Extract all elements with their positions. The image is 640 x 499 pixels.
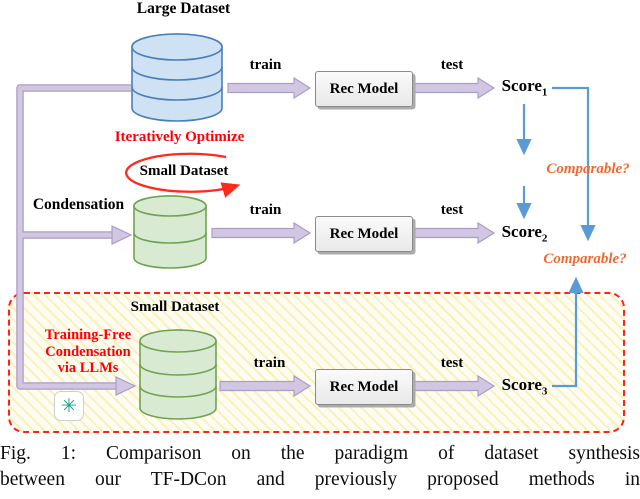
small-dataset-label-bottom: Small Dataset [130,299,220,315]
score-1-subscript: 1 [541,86,548,99]
method-line-3: via LLMs [57,360,119,376]
score3-to-comparable2-elbow [552,276,584,388]
tfdcon-dashed-box [8,292,625,433]
test-label-middle: test [440,202,464,218]
score1-to-comparable2-elbow [552,86,596,242]
condensation-label: Condensation [32,196,125,213]
comparable-label-2: Comparable? [543,251,627,267]
train-label-middle: train [249,202,282,218]
large-dataset-icon [131,33,223,122]
large-dataset-label: Large Dataset [136,0,231,17]
small-dataset-icon-bottom [139,329,217,420]
condensation-flow-line [16,84,137,396]
train-label-bottom: train [253,355,286,371]
figure-caption: Fig. 1: Comparison on the paradigm of da… [0,441,640,493]
diagram-graphics [16,33,596,420]
test-arrow-top [413,76,496,100]
rec-model-box-middle: Rec Model [315,216,413,252]
train-arrow-top [227,76,312,100]
rec-model-box-top: Rec Model [315,71,413,107]
train-arrow-middle [211,221,312,245]
iterative-loop-arrow [125,152,241,198]
condensation-arrowhead-middle [111,225,133,245]
score-2-subscript: 2 [541,232,548,245]
test-arrow-middle [413,221,496,245]
test-arrow-bottom [413,374,496,398]
openai-logo-glyph: ✳ [61,394,77,417]
test-label-top: test [440,57,464,73]
condensation-arrowhead-bottom [115,376,137,396]
train-label-top: train [249,57,282,73]
score-3-label: Score3 [497,376,552,400]
method-line-2: Condensation [45,343,131,360]
train-arrow-bottom [219,374,312,398]
comparison-connectors [516,86,596,388]
openai-logo-icon: ✳ [54,391,84,421]
score-3-subscript: 3 [541,385,548,398]
comparable-label-1: Comparable? [546,161,630,177]
score-3-text: Score [501,375,542,394]
rec-model-box-bottom: Rec Model [315,369,413,405]
score-2-text: Score [501,222,542,241]
score-1-text: Score [501,76,542,95]
caption-line-2: between our TF-DCon and previously propo… [0,469,640,490]
test-label-bottom: test [440,355,464,371]
method-line-1: Training-Free [44,327,132,343]
small-dataset-label-middle: Small Dataset [139,163,229,179]
score-1-label: Score1 [497,77,552,101]
training-free-method-label: Training-Free Condensation via LLMs [22,327,154,377]
small-dataset-icon-middle [133,195,207,269]
score-2-label: Score2 [497,223,552,247]
caption-line-1: Fig. 1: Comparison on the paradigm of da… [0,443,640,464]
iteratively-optimize-label: Iteratively Optimize [114,129,245,145]
